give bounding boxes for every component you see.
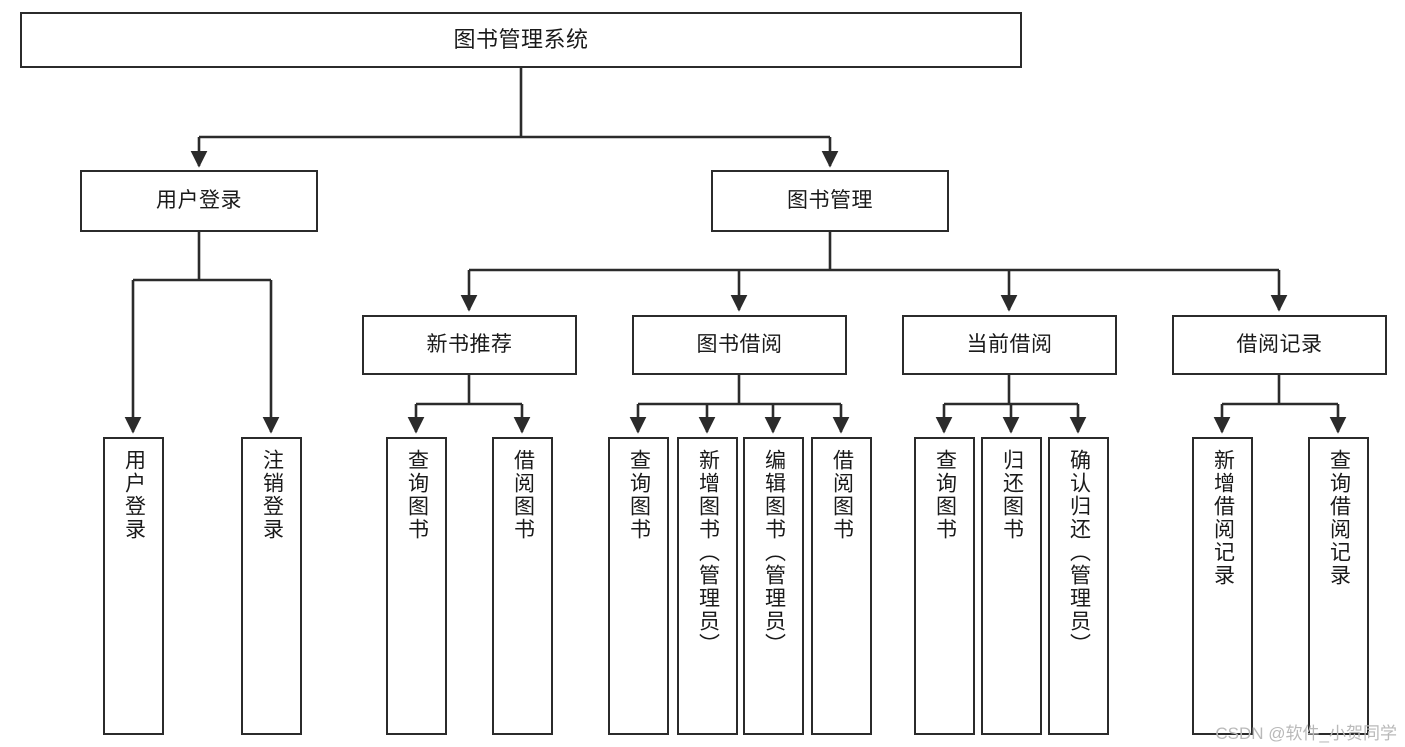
node-leaf-borrow-book-2-label: 借阅图书 — [830, 449, 854, 541]
node-user-login[interactable]: 用户登录 — [80, 170, 318, 232]
node-leaf-logout[interactable]: 注销登录 — [241, 437, 302, 735]
node-leaf-user-login-label: 用户登录 — [122, 449, 146, 541]
node-leaf-add-book-label: 新增图书（管理员） — [696, 449, 720, 656]
node-current-borrow[interactable]: 当前借阅 — [902, 315, 1117, 375]
node-user-login-label: 用户登录 — [156, 189, 242, 213]
node-root-label: 图书管理系统 — [453, 26, 589, 52]
node-leaf-add-record-label: 新增借阅记录 — [1211, 449, 1235, 587]
node-book-manage[interactable]: 图书管理 — [711, 170, 949, 232]
watermark: CSDN @软件_小贺同学 — [1215, 724, 1397, 743]
node-leaf-confirm-return[interactable]: 确认归还（管理员） — [1048, 437, 1109, 735]
node-leaf-edit-book[interactable]: 编辑图书（管理员） — [743, 437, 804, 735]
node-borrow-record-label: 借阅记录 — [1236, 333, 1323, 357]
node-leaf-query-book-2-label: 查询图书 — [627, 449, 651, 541]
node-leaf-confirm-return-label: 确认归还（管理员） — [1067, 449, 1091, 656]
node-leaf-query-book-1[interactable]: 查询图书 — [386, 437, 447, 735]
node-new-book-recommend-label: 新书推荐 — [426, 333, 513, 357]
node-borrow-record[interactable]: 借阅记录 — [1172, 315, 1387, 375]
node-new-book-recommend[interactable]: 新书推荐 — [362, 315, 577, 375]
node-leaf-edit-book-label: 编辑图书（管理员） — [762, 449, 786, 656]
node-leaf-query-book-3[interactable]: 查询图书 — [914, 437, 975, 735]
node-leaf-user-login[interactable]: 用户登录 — [103, 437, 164, 735]
node-leaf-borrow-book-2[interactable]: 借阅图书 — [811, 437, 872, 735]
node-current-borrow-label: 当前借阅 — [966, 333, 1053, 357]
node-leaf-borrow-book-1-label: 借阅图书 — [511, 449, 535, 541]
node-book-borrow-label: 图书借阅 — [696, 333, 783, 357]
node-leaf-query-book-2[interactable]: 查询图书 — [608, 437, 669, 735]
node-leaf-query-book-3-label: 查询图书 — [933, 449, 957, 541]
node-leaf-logout-label: 注销登录 — [260, 449, 284, 541]
node-book-manage-label: 图书管理 — [787, 189, 873, 213]
node-root[interactable]: 图书管理系统 — [20, 12, 1022, 68]
node-leaf-borrow-book-1[interactable]: 借阅图书 — [492, 437, 553, 735]
node-leaf-query-record[interactable]: 查询借阅记录 — [1308, 437, 1369, 735]
node-leaf-query-book-1-label: 查询图书 — [405, 449, 429, 541]
node-leaf-return-book-label: 归还图书 — [1000, 449, 1024, 541]
node-leaf-return-book[interactable]: 归还图书 — [981, 437, 1042, 735]
node-leaf-add-book[interactable]: 新增图书（管理员） — [677, 437, 738, 735]
node-book-borrow[interactable]: 图书借阅 — [632, 315, 847, 375]
node-leaf-add-record[interactable]: 新增借阅记录 — [1192, 437, 1253, 735]
node-leaf-query-record-label: 查询借阅记录 — [1327, 449, 1351, 587]
